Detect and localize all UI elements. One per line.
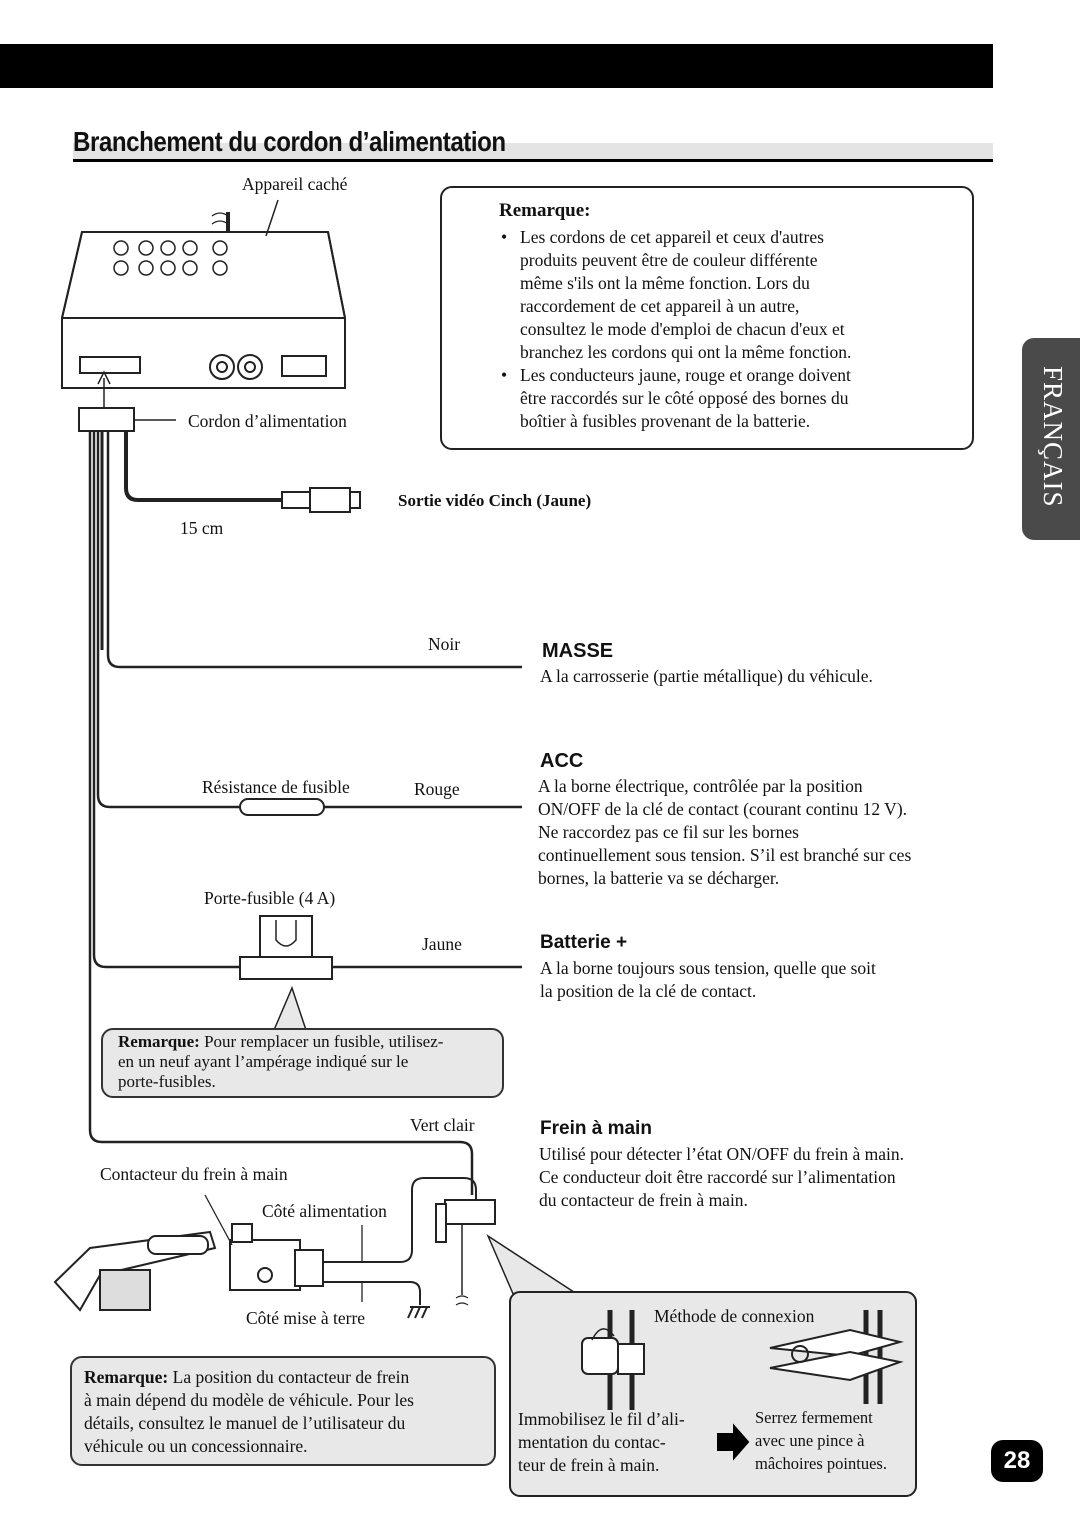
- frein-heading: Frein à main: [540, 1118, 652, 1139]
- connection-method-label: Méthode de connexion: [654, 1306, 815, 1326]
- cable-length-label: 15 cm: [180, 518, 224, 538]
- wire-color-vert-clair: Vert clair: [410, 1115, 475, 1135]
- ground-side-label: Côté mise à terre: [246, 1308, 366, 1328]
- remark-item: Les conducteurs jaune, rouge et orange d…: [495, 364, 851, 433]
- method-step-1-text: Immobilisez le fil d’ali- mentation du c…: [518, 1409, 685, 1475]
- header-bar: [0, 44, 993, 88]
- batterie-description: A la borne toujours sous tension, quelle…: [540, 958, 876, 1001]
- hidden-unit-illustration: [61, 212, 346, 389]
- page-number: 28: [991, 1440, 1043, 1482]
- language-tab-label: FRANÇAIS: [1038, 366, 1068, 508]
- wire-color-noir: Noir: [428, 634, 461, 654]
- remark-box: [440, 186, 974, 450]
- masse-heading: MASSE: [542, 640, 614, 662]
- remark-title: Remarque:: [499, 200, 591, 221]
- power-cord-label: Cordon d’alimentation: [188, 411, 347, 431]
- fuse-holder-label: Porte-fusible (4 A): [204, 888, 336, 908]
- wire-color-jaune: Jaune: [422, 934, 462, 954]
- fuse-resistor-label: Résistance de fusible: [202, 777, 350, 797]
- masse-description: A la carrosserie (partie métallique) du …: [540, 666, 873, 686]
- power-side-label: Côté alimentation: [262, 1201, 387, 1221]
- acc-description: A la borne électrique, contrôlée par la …: [538, 776, 912, 888]
- language-tab: [1022, 338, 1080, 540]
- brake-note-text: La position du contacteur de frein à mai…: [84, 1367, 414, 1456]
- acc-heading: ACC: [540, 750, 584, 772]
- frein-description: Utilisé pour détecter l’état ON/OFF du f…: [539, 1144, 904, 1210]
- method-step-2-text: Serrez fermement avec une pince à mâchoi…: [755, 1408, 887, 1473]
- fuse-note-bold: Remarque:: [118, 1032, 200, 1051]
- brake-note: Remarque: La position du contacteur de f…: [84, 1366, 414, 1458]
- hidden-unit-label: Appareil caché: [242, 174, 348, 194]
- fuse-note-box: [101, 1028, 504, 1098]
- brake-note-bold: Remarque:: [84, 1367, 169, 1387]
- fuse-note-text: Pour remplacer un fusible, utilisez- en …: [118, 1032, 444, 1091]
- batterie-heading: Batterie +: [540, 932, 628, 953]
- page-title: Branchement du cordon d’alimentation: [73, 126, 506, 157]
- fuse-note: Remarque: Pour remplacer un fusible, uti…: [118, 1032, 443, 1092]
- parking-switch-label: Contacteur du frein à main: [100, 1164, 288, 1184]
- title-underline: [73, 143, 993, 162]
- brake-note-box: [70, 1356, 496, 1466]
- remark-item: Les cordons de cet appareil et ceux d'au…: [495, 226, 851, 364]
- wire-color-rouge: Rouge: [414, 779, 460, 799]
- remark-list: Les cordons de cet appareil et ceux d'au…: [495, 226, 851, 433]
- video-out-label: Sortie vidéo Cinch (Jaune): [398, 491, 592, 510]
